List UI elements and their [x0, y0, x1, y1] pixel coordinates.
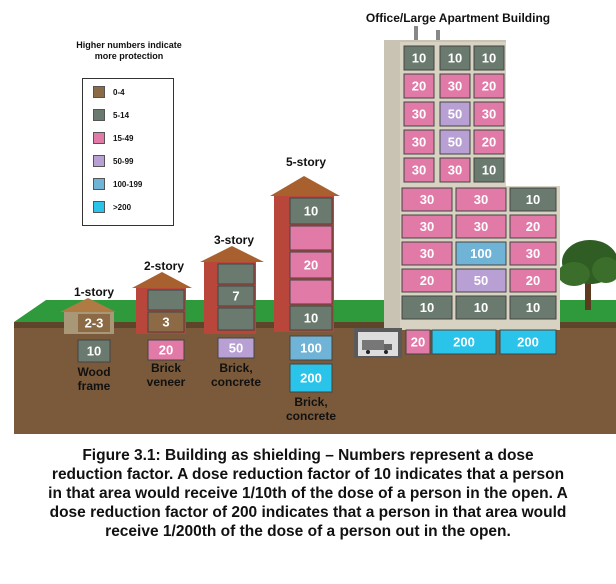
office-tower-cell: 10 [412, 51, 426, 66]
type-1-story-l1: Wood [77, 365, 110, 379]
office-tower-cell: 10 [482, 163, 496, 178]
office-tower-cell: 10 [448, 51, 462, 66]
office-lower-cell: 30 [474, 192, 488, 207]
cell-5story-floor1: 10 [304, 311, 318, 326]
office-tower-cell: 30 [412, 135, 426, 150]
cell-1story-above: 2-3 [85, 316, 104, 331]
cell-1story-below: 10 [87, 344, 101, 359]
legend-item: >200 [93, 200, 131, 214]
office-lower-cell: 100 [470, 246, 492, 261]
type-2-story-l1: Brick [151, 361, 181, 375]
cell-5story-basement1: 100 [300, 341, 322, 356]
legend: 0-4 5-14 15-49 50-99 100-199 >200 [82, 78, 174, 226]
type-3-story-l2: concrete [211, 375, 261, 389]
office-tower-cell: 30 [412, 163, 426, 178]
office-tower-cell: 20 [482, 79, 496, 94]
cell-3story-below: 50 [229, 341, 243, 356]
office-lower-cell: 30 [420, 219, 434, 234]
title-3-story: 3-story [214, 233, 254, 247]
office-basement-cell: 20 [411, 335, 425, 350]
caption-line: reduction factor. A dose reduction facto… [0, 465, 616, 484]
legend-swatch [93, 155, 105, 167]
legend-label: 15-49 [113, 134, 133, 143]
office-lower-cell: 50 [474, 273, 488, 288]
caption-line: receive 1/200th of the dose of a person … [0, 522, 616, 541]
office-lower-cell: 20 [420, 273, 434, 288]
building-office: 10 10 10 20 30 20 30 50 30 30 50 20 30 30 10 30 30 10 30 30… [354, 26, 560, 358]
office-tower-cell: 50 [448, 135, 462, 150]
office-lower-cell: 10 [526, 300, 540, 315]
title-2-story: 2-story [144, 259, 184, 273]
figure-caption: Figure 3.1: Building as shielding – Numb… [0, 446, 616, 541]
office-tower-cell: 30 [448, 79, 462, 94]
office-lower-cell: 30 [420, 192, 434, 207]
tree [558, 240, 616, 310]
office-cells: 10 10 10 20 30 20 30 50 30 30 50 20 30 30 10 30 30 10 30 30… [402, 46, 556, 354]
type-5-story-l1: Brick, [294, 395, 327, 409]
office-tower-cell: 20 [412, 79, 426, 94]
office-lower-cell: 20 [526, 273, 540, 288]
office-tower-cell: 50 [448, 107, 462, 122]
office-tower-cell: 20 [482, 135, 496, 150]
legend-item: 15-49 [93, 131, 133, 145]
legend-swatch [93, 109, 105, 121]
legend-item: 5-14 [93, 108, 129, 122]
cell-5story-floor3: 20 [304, 258, 318, 273]
office-lower-cell: 10 [474, 300, 488, 315]
caption-line: in that area would receive 1/10th of the… [0, 484, 616, 503]
legend-swatch [93, 201, 105, 213]
office-lower-cell: 30 [420, 246, 434, 261]
legend-item: 50-99 [93, 154, 133, 168]
office-tower-cell: 10 [482, 51, 496, 66]
office-lower-cell: 10 [420, 300, 434, 315]
cell-5story-floor5: 10 [304, 204, 318, 219]
cell-2story-above: 3 [162, 315, 169, 330]
office-lower-cell: 20 [526, 219, 540, 234]
legend-label: 100-199 [113, 180, 142, 189]
legend-swatch [93, 86, 105, 98]
title-office: Office/Large Apartment Building [366, 11, 550, 25]
caption-line: dose reduction factor of 200 indicates t… [0, 503, 616, 522]
title-5-story: 5-story [286, 155, 326, 169]
title-1-story: 1-story [74, 285, 114, 299]
legend-label: 50-99 [113, 157, 133, 166]
cell-3story-above: 7 [232, 289, 239, 304]
caption-line: Figure 3.1: Building as shielding – Numb… [0, 446, 616, 465]
type-2-story-l2: veneer [147, 375, 186, 389]
office-lower-cell: 10 [526, 192, 540, 207]
office-basement-cell: 200 [517, 335, 539, 350]
office-basement-cell: 200 [453, 335, 475, 350]
type-5-story-l2: concrete [286, 409, 336, 423]
legend-swatch [93, 178, 105, 190]
legend-label: 5-14 [113, 111, 129, 120]
legend-title: Higher numbers indicate more protection [70, 40, 188, 62]
legend-item: 0-4 [93, 85, 125, 99]
legend-item: 100-199 [93, 177, 142, 191]
legend-swatch [93, 132, 105, 144]
type-3-story-l1: Brick, [219, 361, 252, 375]
office-lower-cell: 30 [474, 219, 488, 234]
legend-label: >200 [113, 203, 131, 212]
office-tower-cell: 30 [448, 163, 462, 178]
type-1-story-l2: frame [78, 379, 111, 393]
office-tower-cell: 30 [412, 107, 426, 122]
cell-5story-basement2: 200 [300, 371, 322, 386]
legend-label: 0-4 [113, 88, 125, 97]
office-lower-cell: 30 [526, 246, 540, 261]
office-tower-cell: 30 [482, 107, 496, 122]
cell-2story-below: 20 [159, 343, 173, 358]
